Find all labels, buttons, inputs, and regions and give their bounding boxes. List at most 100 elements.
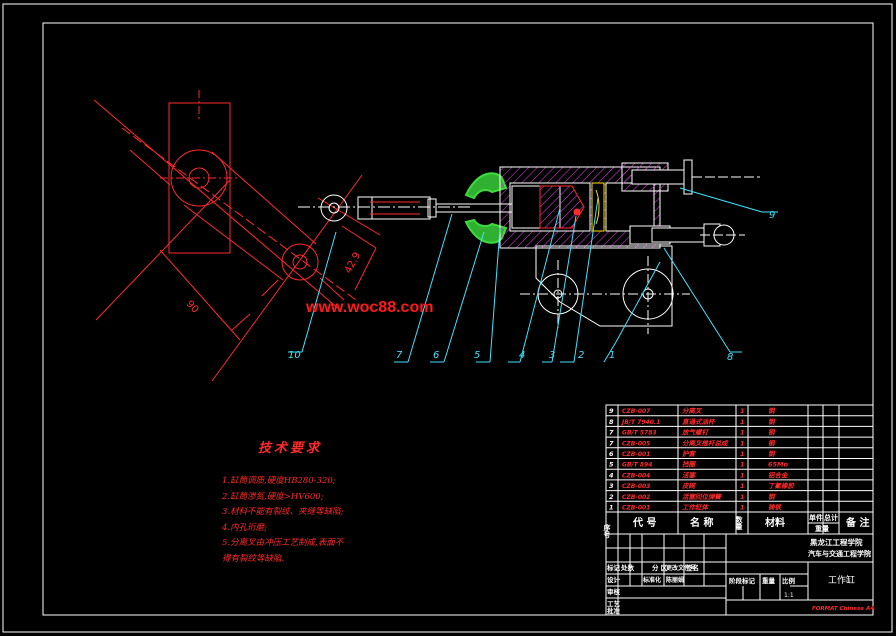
tb-sign: 签名: [685, 563, 699, 572]
bom-cell-qty: 1: [740, 418, 745, 426]
bom-cell-material: 钢: [768, 450, 776, 458]
dimension-90: 90: [184, 299, 201, 316]
tb-dept: 汽车与交通工程学院: [808, 549, 871, 558]
balloon-8: 8: [727, 352, 733, 363]
bom-cell-qty: 1: [740, 429, 745, 437]
bom-cell-qty: 1: [740, 504, 745, 512]
bom-cell-qty: 1: [740, 461, 745, 469]
bom-cell-material: 钢: [768, 418, 776, 426]
bom-cell-material: 65Mn: [768, 461, 789, 469]
bom-cell-seq: 7: [609, 429, 614, 437]
mounting-bracket: [520, 245, 690, 334]
bom-cell-seq: 4: [609, 471, 614, 479]
bom-cell-material: 铝合金: [768, 471, 789, 479]
bom-cell-code: CZB-001: [622, 451, 650, 458]
bom-header-material: 材料: [765, 516, 785, 529]
inner-frame: [42, 22, 874, 616]
tb-stage-mark: 阶段标记: [729, 576, 756, 585]
bom-cell-code: CZB-007: [622, 408, 651, 415]
bom-cell-name: 分离叉: [682, 407, 702, 415]
bom-cell-qty: 1: [740, 407, 745, 415]
tb-scale: 比例: [782, 576, 796, 585]
balloon-9: 9: [769, 210, 775, 221]
watermark: www.woc88.com: [306, 299, 434, 316]
bom-cell-name: 活塞回位弹簧: [682, 493, 723, 501]
bom-cell-seq: 6: [609, 450, 614, 458]
tb-approve: 批准: [607, 606, 621, 615]
tb-mark: 标记: [606, 563, 621, 572]
leader-lines: [288, 187, 778, 363]
tb-count: 处数: [620, 563, 635, 572]
tb-zone: 分 区: [652, 563, 668, 572]
bom-cell-name: 分离叉推杆总成: [682, 439, 729, 447]
title-block-text: 黑龙江工程学院 汽车与交通工程学院 工作缸 标记 处数 分 区 更改文件号 签名…: [606, 537, 874, 615]
bom-cell-material: 钢: [768, 429, 776, 437]
bom-cell-code: JB/T 7940.1: [621, 419, 660, 426]
bom-cell-seq: 1: [609, 504, 614, 512]
bom-cell-seq: 9: [609, 407, 614, 415]
bom-header-remark: 备 注: [845, 516, 869, 529]
bom-cell-material: 钢: [768, 493, 776, 501]
technical-requirements-list: 1.缸筒调质,硬度HB280-320; 2.缸筒渗氮,硬度>HV600; 3.材…: [222, 474, 392, 567]
outer-frame: [2, 3, 893, 633]
bom-cell-code: GB/T 5783: [622, 430, 657, 437]
pedal-linkage: [93, 90, 381, 382]
bom-header-name: 名 称: [690, 516, 713, 529]
requirement-item: 1.缸筒调质,硬度HB280-320;: [222, 476, 336, 486]
tb-design: 设计: [607, 575, 621, 584]
cylinder-body: [470, 159, 760, 249]
requirement-item: 5.分离叉由冲压工艺制成,表面不: [222, 538, 344, 548]
bom-cell-code: CZB-005: [622, 440, 650, 447]
bom-cell-seq: 7: [609, 439, 614, 447]
tb-school: 黑龙江工程学院: [810, 537, 863, 547]
requirement-item: 4.内孔珩磨;: [222, 522, 267, 533]
bom-cell-name: 直通式油杯: [682, 418, 716, 426]
tb-part-name: 工作缸: [828, 574, 855, 586]
bom-cell-material: 丁氰橡胶: [768, 482, 796, 490]
bom-header-unit: 单件: [809, 513, 823, 522]
tb-weight: 重量: [762, 576, 776, 585]
bom-cell-seq: 5: [609, 461, 614, 469]
bom-cell-material: 钢: [768, 407, 776, 415]
bom-cell-material: 铸铁: [768, 504, 783, 512]
balloon-10: 10: [288, 350, 301, 361]
balloon-4: 4: [519, 350, 525, 361]
tb-std-person: 陈丽娟: [666, 576, 684, 584]
balloon-2: 2: [578, 350, 584, 361]
tb-process: 工艺: [607, 599, 621, 608]
bom-headers: 序号 代 号 名 称 数量 材料 单件 总计 重量 备 注: [603, 513, 869, 539]
bom-cell-name: 护套: [682, 450, 697, 458]
bom-cell-qty: 1: [740, 482, 745, 490]
bom-cell-qty: 1: [740, 493, 745, 501]
tb-footer: FORMAT Chinese A4: [812, 606, 874, 612]
bom-cell-qty: 1: [740, 450, 745, 458]
balloon-labels: 1 2 3 4 5 6 7 8 9 10: [288, 210, 775, 363]
push-rod: [298, 194, 470, 222]
bom-cell-name: 皮碗: [681, 482, 697, 490]
bom-cell-name: 工作缸体: [682, 504, 710, 512]
tb-check: 审核: [607, 587, 621, 596]
dimension-42-9: 42.9: [343, 251, 363, 276]
bom-header-seq: 序号: [603, 523, 612, 539]
bom-cell-code: GB/T 894: [622, 462, 652, 469]
tb-scale-value: 1:1: [784, 592, 794, 599]
bom-cell-code: CZB-003: [622, 483, 650, 490]
bom-cell-code: CZB-004: [622, 472, 650, 479]
tb-change-doc: 更改文件号: [666, 564, 696, 572]
balloon-7: 7: [396, 350, 403, 361]
technical-requirements-title: 技术要求: [258, 441, 323, 456]
lower-pivot-outer: [281, 243, 319, 281]
balloon-1: 1: [609, 350, 615, 361]
bom-header-code: 代 号: [632, 516, 656, 529]
bom-cell-qty: 1: [740, 439, 745, 447]
bom-cell-name: 挡圈: [682, 461, 697, 469]
requirement-item: 3.材料不能有裂纹、夹缝等缺陷;: [222, 507, 344, 517]
requirement-item: 2.缸筒渗氮,硬度>HV600;: [222, 491, 324, 502]
bom-cell-name: 放气螺钉: [681, 429, 710, 437]
bom-cell-code: CZB-002: [622, 494, 650, 501]
bom-cell-seq: 2: [609, 493, 614, 501]
dust-boot: [464, 172, 508, 244]
requirement-item: 得有裂纹等缺陷.: [222, 553, 285, 564]
